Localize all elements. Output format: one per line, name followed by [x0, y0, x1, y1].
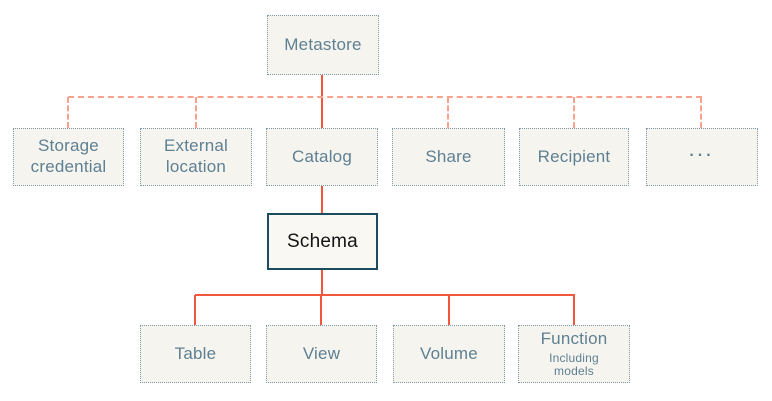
node-catalog: Catalog: [266, 128, 378, 186]
node-metastore-label: Metastore: [284, 34, 362, 54]
node-schema-label: Schema: [287, 230, 358, 252]
node-schema: Schema: [267, 213, 378, 270]
node-storage-credential: Storage credential: [13, 128, 124, 186]
node-view: View: [266, 325, 377, 383]
node-storage-credential-label: Storage credential: [30, 136, 107, 176]
dashed-rail-level1: [68, 96, 702, 98]
node-volume-label: Volume: [420, 343, 478, 363]
node-share: Share: [392, 128, 505, 186]
node-table-label: Table: [174, 343, 217, 363]
dashed-drop-storage-credential: [67, 97, 69, 128]
solid-drop-table: [194, 295, 196, 325]
dashed-drop-share: [447, 97, 449, 128]
node-share-label: Share: [425, 146, 472, 166]
dashed-drop-ellipsis: [700, 97, 702, 128]
connector-catalog-to-schema: [321, 186, 323, 213]
node-metastore: Metastore: [267, 15, 379, 75]
connector-schema-down: [321, 270, 323, 295]
node-table: Table: [140, 325, 251, 383]
node-catalog-label: Catalog: [292, 146, 352, 166]
connector-metastore-to-rail: [321, 75, 323, 128]
solid-drop-view: [320, 295, 322, 325]
node-function-label: Function: [540, 328, 608, 348]
node-recipient-label: Recipient: [537, 146, 611, 166]
solid-drop-volume: [448, 295, 450, 325]
node-function: Function Including models: [518, 325, 630, 383]
node-ellipsis-label: ...: [689, 142, 715, 160]
node-volume: Volume: [393, 325, 505, 383]
dashed-drop-external-location: [195, 97, 197, 128]
dashed-drop-recipient: [573, 97, 575, 128]
node-view-label: View: [302, 343, 341, 363]
node-external-location-label: External location: [164, 136, 228, 176]
node-external-location: External location: [140, 128, 252, 186]
node-recipient: Recipient: [519, 128, 629, 186]
solid-drop-function: [573, 295, 575, 325]
solid-rail-level3: [195, 294, 575, 296]
node-ellipsis: ...: [646, 128, 758, 186]
node-function-note: Including models: [549, 350, 599, 379]
